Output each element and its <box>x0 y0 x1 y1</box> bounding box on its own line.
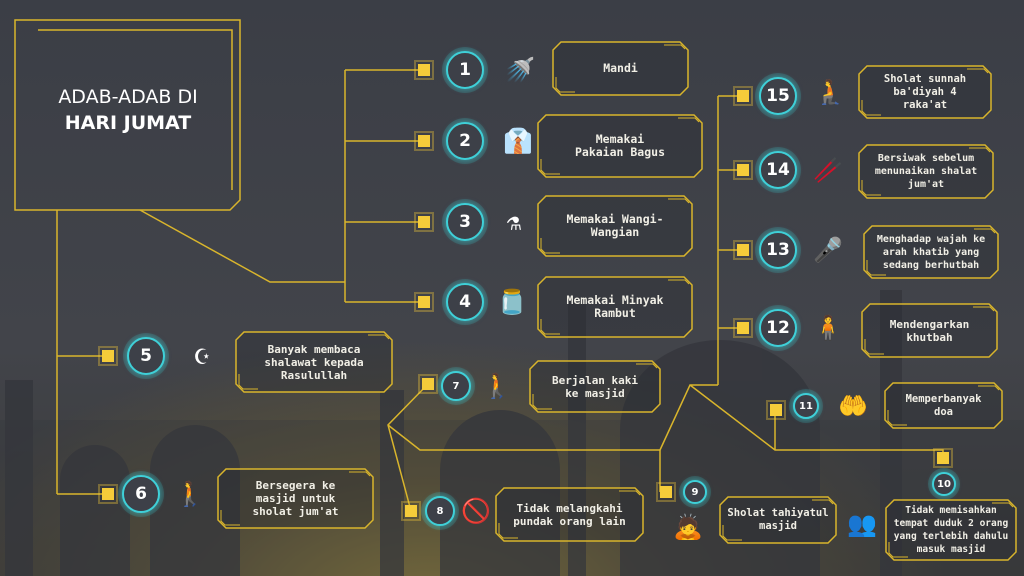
step-text: Bersiwak sebelum menunaikan shalat jum'a… <box>874 153 978 190</box>
calligraphy-icon: ☪ <box>194 342 210 370</box>
step-card: Mendengarkan khutbah <box>861 303 998 358</box>
step-number: 8 <box>425 496 455 526</box>
step-text: Memakai Minyak Rambut <box>566 293 664 320</box>
step-card: Sholat sunnah ba'diyah 4 raka'at <box>858 65 992 119</box>
praying-hands-icon: 🤲 <box>838 392 868 420</box>
step-card: Mandi <box>552 41 689 96</box>
step-card: Berjalan kaki ke masjid <box>529 360 661 413</box>
step-number: 9 <box>683 480 707 504</box>
connector-node <box>733 160 753 180</box>
connector-node <box>98 346 118 366</box>
step-card: Sholat tahiyatul masjid <box>719 496 837 544</box>
step-card: Menghadap wajah ke arah khatib yang seda… <box>863 225 999 279</box>
step-text: Memakai Pakaian Bagus <box>574 132 665 159</box>
prostrating-icon: 🙇 <box>673 513 703 541</box>
title-line-1: ADAB-ADAB DI <box>58 86 198 108</box>
step-number: 12 <box>759 309 797 347</box>
people-icon: 👥 <box>847 510 877 538</box>
step-text: Sholat sunnah ba'diyah 4 raka'at <box>883 72 967 111</box>
step-number: 15 <box>759 77 797 115</box>
step-card: Bersiwak sebelum menunaikan shalat jum'a… <box>858 144 994 199</box>
prohibited-icon: 🚫 <box>461 497 491 525</box>
step-number: 2 <box>446 122 484 160</box>
connector-node <box>98 484 118 504</box>
step-text: Berjalan kaki ke masjid <box>551 373 639 400</box>
step-text: Tidak memisahkan tempat duduk 2 orang ya… <box>893 505 1009 555</box>
step-text: Bersegera ke masjid untuk sholat jum'at <box>252 479 339 518</box>
step-text: Mendengarkan khutbah <box>889 317 970 344</box>
shower-icon: 🚿 <box>505 56 535 84</box>
connector-node <box>414 292 434 312</box>
title-line-2: HARI JUMAT <box>64 112 192 134</box>
step-card: Tidak memisahkan tempat duduk 2 orang ya… <box>885 499 1017 561</box>
step-card: Tidak melangkahi pundak orang lain <box>495 487 644 542</box>
step-text: Menghadap wajah ke arah khatib yang seda… <box>876 233 986 271</box>
connector-node <box>414 60 434 80</box>
step-number: 10 <box>932 472 956 496</box>
connector-node <box>418 374 438 394</box>
podium-icon: 🎤 <box>813 236 843 264</box>
connector-node <box>733 240 753 260</box>
walking-person-icon: 🚶 <box>175 480 205 508</box>
connector-node <box>733 318 753 338</box>
step-card: Memperbanyak doa <box>884 382 1003 429</box>
step-number: 11 <box>793 393 819 419</box>
oil-bottle-icon: 🫙 <box>497 288 527 316</box>
step-number: 7 <box>441 371 471 401</box>
page-title: ADAB-ADAB DI HARI JUMAT <box>15 84 241 136</box>
connector-node <box>933 448 953 468</box>
step-number: 6 <box>122 475 160 513</box>
step-number: 4 <box>446 283 484 321</box>
step-number: 14 <box>759 151 797 189</box>
standing-prayer-icon: 🧎 <box>815 78 845 106</box>
step-number: 1 <box>446 51 484 89</box>
connector-node <box>733 86 753 106</box>
step-number: 5 <box>127 337 165 375</box>
connector-node <box>401 501 421 521</box>
step-number: 13 <box>759 231 797 269</box>
step-text: Banyak membaca shalawat kepada Rasululla… <box>264 342 364 382</box>
step-card: Memakai Minyak Rambut <box>537 276 693 338</box>
step-text: Memperbanyak doa <box>905 392 982 418</box>
perfume-icon: ⚗ <box>506 208 522 236</box>
step-text: Tidak melangkahi pundak orang lain <box>513 501 626 528</box>
step-card: Banyak membaca shalawat kepada Rasululla… <box>235 331 393 393</box>
step-card: Bersegera ke masjid untuk sholat jum'at <box>217 468 374 529</box>
step-card: Memakai Wangi- Wangian <box>537 195 693 257</box>
walking-icon: 🚶 <box>482 372 512 400</box>
siwak-icon: 🥢 <box>813 156 843 184</box>
step-text: Memakai Wangi- Wangian <box>566 212 664 239</box>
connector-node <box>656 482 676 502</box>
step-card: Memakai Pakaian Bagus <box>537 114 703 178</box>
step-number: 3 <box>446 203 484 241</box>
shirt-icon: 👔 <box>503 127 533 155</box>
connector-node <box>414 131 434 151</box>
connector-node <box>766 400 786 420</box>
step-text: Sholat tahiyatul masjid <box>727 507 829 532</box>
preacher-icon: 🧍 <box>813 314 843 342</box>
step-text: Mandi <box>603 61 638 75</box>
connector-node <box>414 212 434 232</box>
